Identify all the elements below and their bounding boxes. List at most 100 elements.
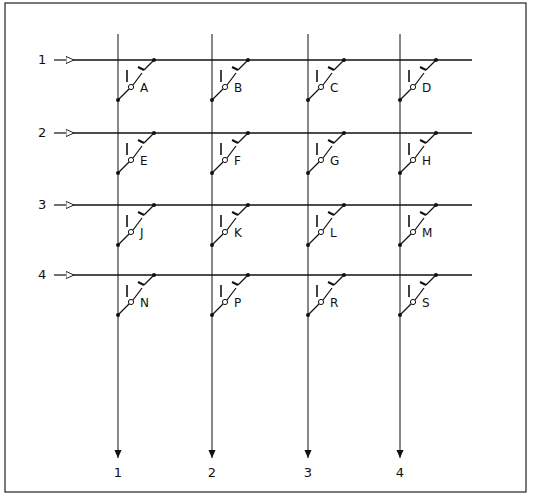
switch-stroke <box>400 89 411 100</box>
switch-stroke <box>126 70 128 82</box>
input-number: 2 <box>38 126 46 139</box>
switch-stroke <box>220 285 222 297</box>
switch-stroke <box>426 275 436 285</box>
output-number: 1 <box>114 466 122 479</box>
switch-stroke <box>232 140 238 143</box>
switch-stroke <box>220 70 222 82</box>
input-arrow <box>54 132 74 133</box>
input-arrow <box>54 274 74 275</box>
output-number: 4 <box>396 466 404 479</box>
switch-stroke <box>126 215 128 227</box>
junction-dot <box>116 171 120 175</box>
switch-stroke <box>334 133 344 143</box>
switch-stroke <box>308 304 319 315</box>
junction-dot <box>116 243 120 247</box>
junction-dot <box>398 243 402 247</box>
input-arrow <box>54 59 74 60</box>
switch-stroke <box>232 282 238 285</box>
switch-stroke <box>316 143 318 155</box>
switch-stroke <box>212 304 223 315</box>
switch-letter: E <box>140 155 148 167</box>
switch-stroke <box>138 282 144 285</box>
pivot <box>410 84 415 89</box>
switch-stroke <box>144 275 154 285</box>
switch-stroke <box>420 212 426 215</box>
switch-stroke <box>316 285 318 297</box>
pivot <box>222 229 227 234</box>
junction-dot <box>398 171 402 175</box>
switch-stroke <box>238 275 248 285</box>
pivot <box>128 229 133 234</box>
switch-stroke <box>420 140 426 143</box>
switch-symbol <box>306 58 346 102</box>
switch-stroke <box>420 67 426 70</box>
switch-letter: P <box>234 297 241 309</box>
switch-stroke <box>144 133 154 143</box>
crosspoint-switches <box>116 58 438 317</box>
switch-symbol <box>306 273 346 317</box>
switch-letter: N <box>140 297 149 309</box>
switch-symbol <box>116 131 156 175</box>
switch-letter: D <box>422 82 431 94</box>
junction-dot <box>210 98 214 102</box>
junction-dot <box>306 313 310 317</box>
pivot <box>128 299 133 304</box>
junction-dot <box>116 98 120 102</box>
switch-stroke <box>238 133 248 143</box>
input-arrow <box>54 204 74 205</box>
switch-letter: K <box>234 227 242 239</box>
switch-stroke <box>316 215 318 227</box>
switch-letter: F <box>234 155 241 167</box>
switch-stroke <box>144 205 154 215</box>
switch-stroke <box>308 89 319 100</box>
switch-stroke <box>118 89 129 100</box>
switch-symbol <box>210 203 250 247</box>
switch-stroke <box>308 234 319 245</box>
switch-letter: C <box>330 82 338 94</box>
output-number: 3 <box>304 466 312 479</box>
crossbar-wires <box>54 34 472 458</box>
junction-dot <box>398 313 402 317</box>
switch-stroke <box>212 89 223 100</box>
switch-stroke <box>408 143 410 155</box>
switch-stroke <box>118 162 129 173</box>
input-number: 1 <box>38 53 46 66</box>
switch-stroke <box>238 60 248 70</box>
pivot <box>318 299 323 304</box>
switch-stroke <box>232 212 238 215</box>
switch-stroke <box>126 143 128 155</box>
switch-stroke <box>400 304 411 315</box>
switch-stroke <box>308 162 319 173</box>
switch-stroke <box>220 215 222 227</box>
switch-stroke <box>144 60 154 70</box>
input-line <box>74 204 472 206</box>
pivot <box>222 299 227 304</box>
switch-stroke <box>426 133 436 143</box>
switch-symbol <box>398 203 438 247</box>
switch-symbol <box>210 131 250 175</box>
switch-stroke <box>316 70 318 82</box>
pivot <box>318 157 323 162</box>
switch-letter: R <box>330 297 338 309</box>
switch-stroke <box>408 215 410 227</box>
switch-stroke <box>328 140 334 143</box>
input-number: 3 <box>38 198 46 211</box>
switch-stroke <box>138 67 144 70</box>
pivot <box>222 84 227 89</box>
switch-symbol <box>116 273 156 317</box>
input-number: 4 <box>38 268 46 281</box>
pivot <box>410 299 415 304</box>
switch-stroke <box>238 205 248 215</box>
switch-stroke <box>126 285 128 297</box>
switch-stroke <box>400 234 411 245</box>
switch-stroke <box>328 282 334 285</box>
input-line <box>74 274 472 276</box>
switch-stroke <box>138 212 144 215</box>
switch-symbol <box>398 273 438 317</box>
junction-dot <box>210 243 214 247</box>
switch-letter: B <box>234 82 242 94</box>
switch-symbol <box>116 203 156 247</box>
switch-stroke <box>212 162 223 173</box>
